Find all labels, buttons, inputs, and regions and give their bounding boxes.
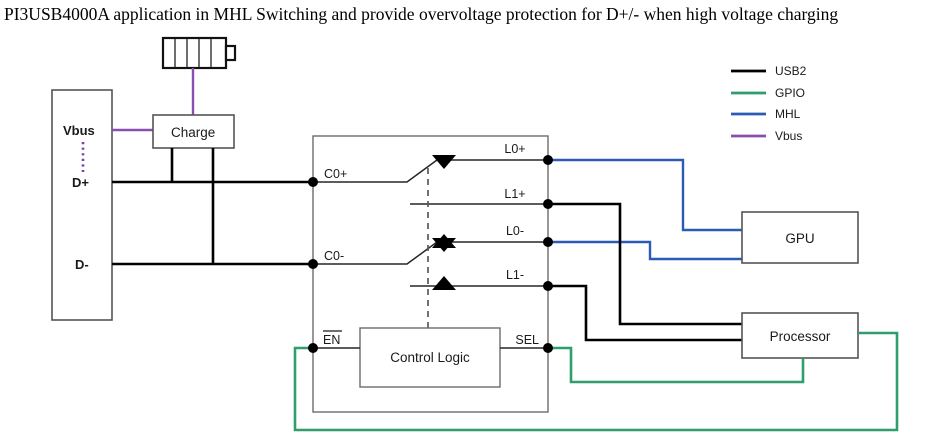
switch-arrow-l0plus-icon	[432, 155, 456, 169]
legend-label-gpio: GPIO	[775, 86, 805, 100]
ic-pin-dot-l1plus	[543, 199, 553, 209]
ic-pin-label-en-text: EN	[323, 333, 340, 347]
wire-mhl-l0plus-to-gpu	[548, 158, 742, 232]
control-logic-label: Control Logic	[390, 350, 470, 365]
gpu-block	[741, 211, 859, 264]
page-title: PI3USB4000A application in MHL Switching…	[4, 4, 839, 24]
ic-pin-dot-l0plus	[543, 155, 553, 165]
control-logic-block	[359, 327, 501, 388]
usb-connector-block	[51, 89, 113, 321]
connector-pin-label-vbus: Vbus	[63, 123, 95, 138]
ic-pin-label-c0plus: C0+	[324, 167, 347, 181]
wire-gpio-en-to-processor	[293, 331, 899, 432]
ic-pin-label-sel: SEL	[515, 333, 539, 347]
connector-pin-label-dplus: D+	[72, 175, 89, 190]
ic-pin-dot-l0minus	[543, 237, 553, 247]
ic-pin-label-l1minus: L1-	[506, 268, 524, 282]
wire-mhl-l0minus-to-gpu	[548, 240, 742, 261]
charge-block-label: Charge	[171, 125, 215, 140]
processor-label: Processor	[770, 329, 831, 344]
ic-pin-dot-c0plus	[308, 177, 318, 187]
gpu-label: GPU	[785, 231, 814, 246]
wire-usb2-l1minus-to-processor	[548, 284, 742, 342]
ic-pin-dot-l1minus	[543, 281, 553, 291]
legend-label-usb2: USB2	[775, 64, 807, 78]
ic-pin-label-l0minus: L0-	[506, 224, 524, 238]
ic-pin-dot-c0minus	[308, 259, 318, 269]
switch-arrow-l0minus-icon	[432, 238, 456, 252]
ic-pin-dot-sel	[543, 343, 553, 353]
ic-pin-label-l0plus: L0+	[504, 142, 525, 156]
switch-arm-c0plus-to-l0plus	[313, 159, 548, 183]
legend-label-mhl: MHL	[775, 107, 801, 121]
wire-usb2-l1plus-to-processor	[548, 202, 742, 326]
connector-pin-label-dminus: D-	[75, 257, 89, 272]
ic-pin-label-l1plus: L1+	[504, 187, 525, 201]
processor-block	[741, 312, 859, 359]
wire-gpio-sel-to-processor	[548, 346, 805, 384]
ic-pin-label-en: EN	[323, 330, 342, 347]
battery-icon	[161, 36, 237, 70]
legend-label-vbus: Vbus	[775, 129, 802, 143]
legend: USB2 GPIO MHL Vbus	[731, 64, 807, 143]
switch-arrow-l1minus-icon	[432, 276, 456, 290]
ic-pin-label-c0minus: C0-	[324, 249, 344, 263]
ic-pin-dot-en	[308, 343, 318, 353]
charge-block	[152, 114, 235, 149]
switch-arm-c0minus-to-l0minus	[313, 241, 548, 265]
